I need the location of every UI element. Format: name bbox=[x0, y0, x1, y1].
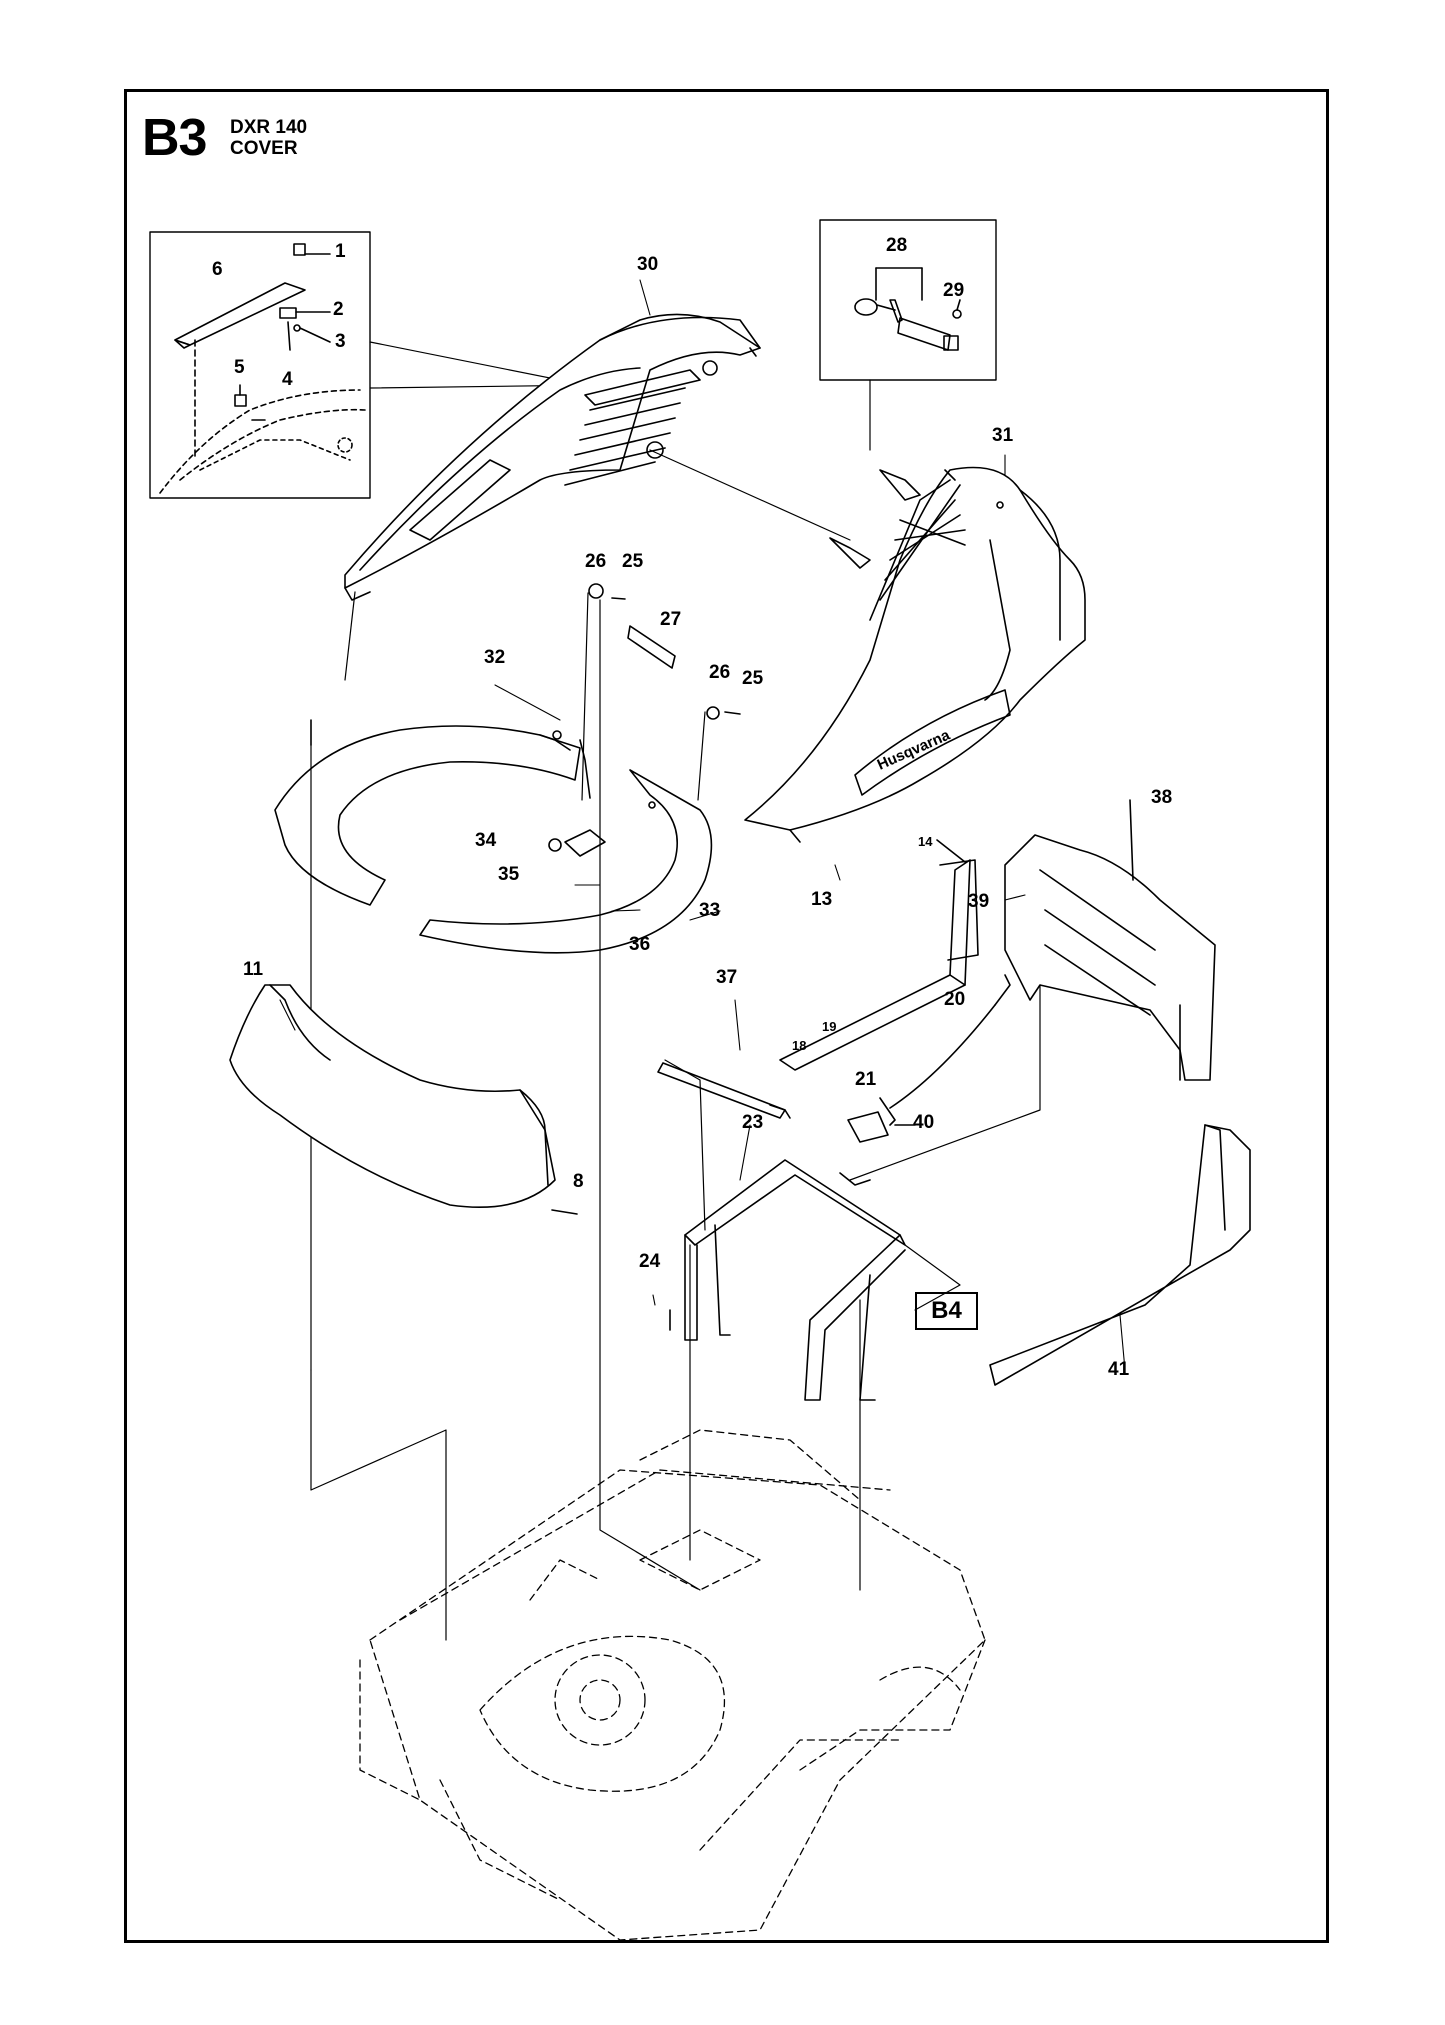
diagram-code: B3 bbox=[142, 109, 207, 167]
hood-part: Husqvarna bbox=[744, 466, 1086, 843]
part-label-14: 14 bbox=[918, 834, 933, 849]
part-label-3: 3 bbox=[335, 331, 346, 352]
part-label-31: 31 bbox=[992, 425, 1014, 446]
section-name: COVER bbox=[230, 138, 298, 159]
part-label-25b: 25 bbox=[742, 668, 764, 689]
part-label-33: 33 bbox=[699, 900, 721, 921]
hardware-parts bbox=[310, 583, 741, 1371]
model-name: DXR 140 bbox=[230, 117, 308, 138]
chassis-frame bbox=[359, 1429, 986, 1941]
part-label-13: 13 bbox=[811, 889, 833, 910]
part-label-38: 38 bbox=[1151, 787, 1173, 808]
part-label-11: 11 bbox=[243, 959, 264, 980]
part-label-5: 5 bbox=[234, 357, 245, 378]
part-label-41: 41 bbox=[1108, 1359, 1130, 1380]
rear-skirt-part bbox=[989, 1124, 1251, 1386]
part-label-25a: 25 bbox=[622, 551, 644, 572]
bracket-rail-part bbox=[779, 839, 979, 1071]
part-label-30: 30 bbox=[637, 254, 659, 275]
part-label-20: 20 bbox=[944, 989, 966, 1010]
label-leaders bbox=[279, 279, 1126, 1371]
part-label-40: 40 bbox=[913, 1112, 935, 1133]
part-label-34: 34 bbox=[475, 830, 497, 851]
part-label-26a: 26 bbox=[585, 551, 607, 572]
top-cover-part bbox=[344, 313, 761, 601]
rear-panel-part bbox=[1004, 799, 1216, 1081]
deflector-ring-parts bbox=[274, 725, 713, 954]
part-label-8: 8 bbox=[573, 1171, 584, 1192]
part-label-4: 4 bbox=[282, 369, 293, 390]
part-label-32: 32 bbox=[484, 647, 506, 668]
part-label-6: 6 bbox=[212, 259, 223, 280]
part-label-35: 35 bbox=[498, 864, 520, 885]
part-label-27: 27 bbox=[660, 609, 682, 630]
inset-detail-right bbox=[819, 219, 997, 381]
part-label-2: 2 bbox=[333, 299, 344, 320]
reference-box-b4: B4 bbox=[915, 1292, 978, 1330]
part-label-26b: 26 bbox=[709, 662, 731, 683]
cable-plate-rod-parts bbox=[657, 974, 1011, 1143]
part-label-18: 18 bbox=[792, 1038, 807, 1053]
part-label-23: 23 bbox=[742, 1112, 764, 1133]
inset-detail-left bbox=[149, 231, 371, 499]
part-label-19: 19 bbox=[822, 1019, 837, 1034]
part-label-1: 1 bbox=[335, 241, 346, 262]
part-label-21: 21 bbox=[855, 1069, 877, 1090]
part-label-36: 36 bbox=[629, 934, 651, 955]
page-frame bbox=[124, 89, 1329, 1943]
part-label-37: 37 bbox=[716, 967, 738, 988]
part-label-24: 24 bbox=[639, 1251, 661, 1272]
assembly-leaders bbox=[310, 591, 1041, 1641]
part-label-39: 39 bbox=[968, 891, 990, 912]
support-frame-part bbox=[669, 1159, 906, 1401]
part-label-29: 29 bbox=[943, 280, 965, 301]
part-label-28: 28 bbox=[886, 235, 908, 256]
front-bumper-part bbox=[229, 984, 578, 1215]
